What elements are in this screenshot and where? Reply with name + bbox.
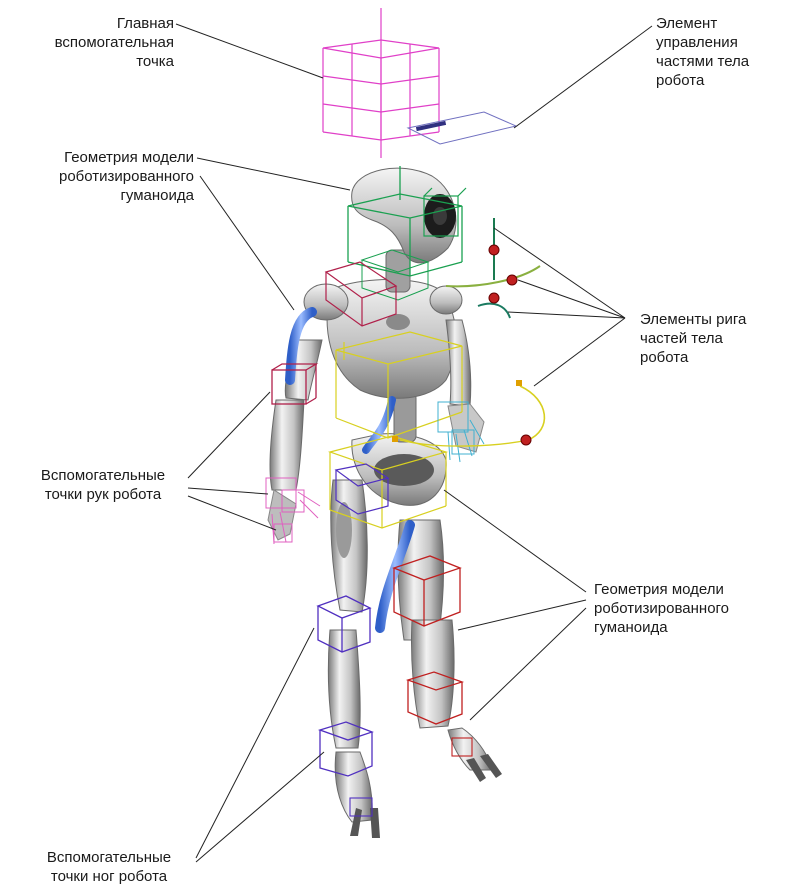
label-main-helper: Главная вспомогательная точка (10, 14, 174, 71)
label-geometry-top: Геометрия модели роботизированного гуман… (16, 148, 194, 205)
label-rig-elements: Элементы рига частей тела робота (640, 310, 782, 367)
label-arm-helpers: Вспомогательные точки рук робота (16, 466, 190, 504)
main-helper-box (323, 8, 439, 158)
label-geometry-bottom: Геометрия модели роботизированного гуман… (594, 580, 782, 637)
label-leg-helpers: Вспомогательные точки ног робота (22, 848, 196, 886)
label-body-control: Элемент управления частями тела робота (656, 14, 781, 90)
body-control-element (408, 112, 516, 144)
